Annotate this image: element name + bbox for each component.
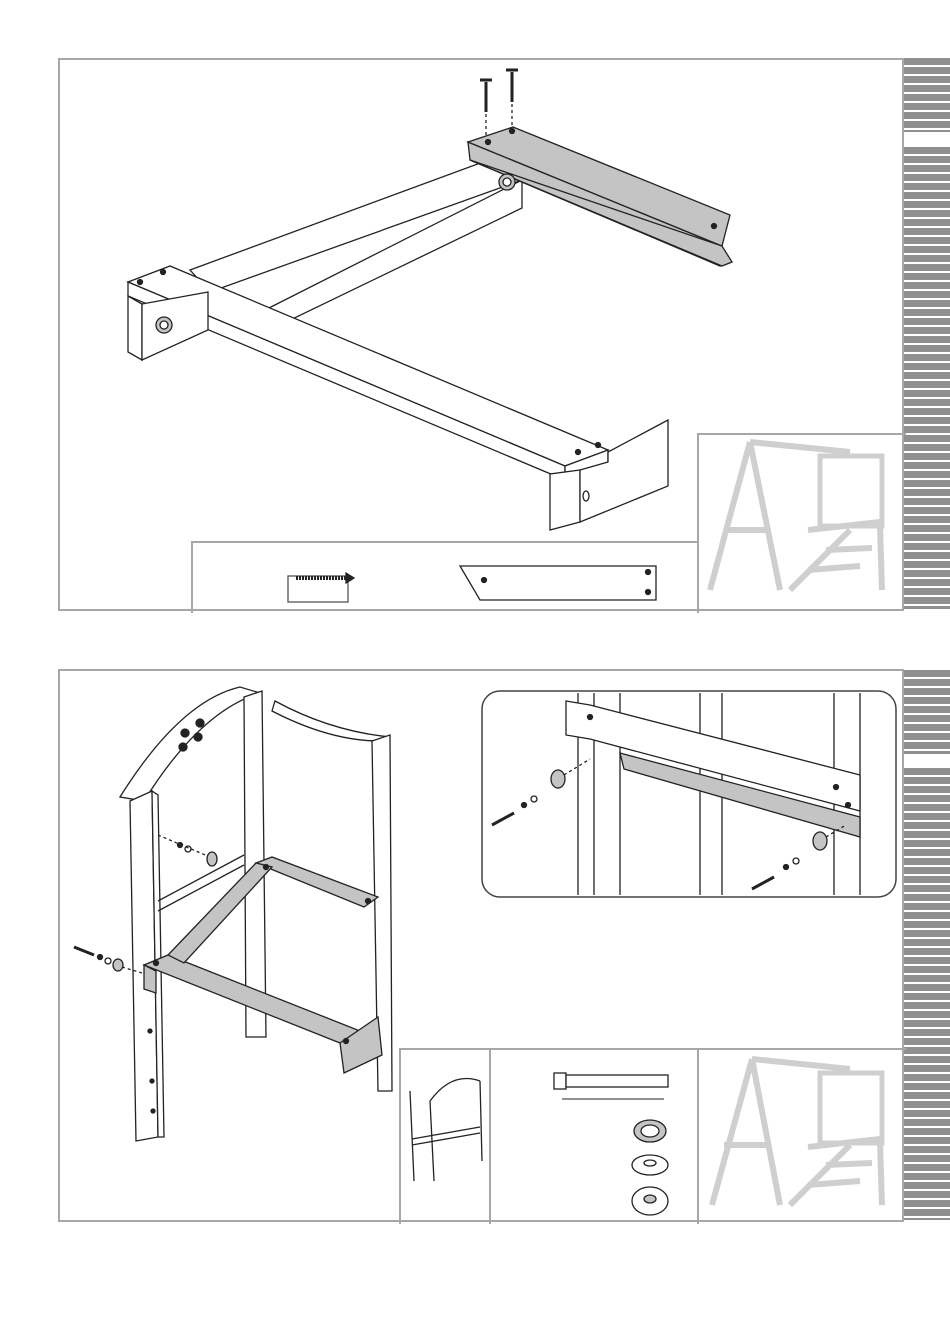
frame-assembly-drawing xyxy=(60,60,906,613)
screw-hole xyxy=(712,224,717,229)
screw-hole xyxy=(138,280,143,285)
screw-hole xyxy=(596,443,601,448)
domed-cap-icon xyxy=(632,1187,668,1215)
seat-rail-back xyxy=(256,857,378,907)
screw-hole xyxy=(576,450,581,455)
step-panel-bottom xyxy=(58,669,904,1222)
hex-bolt-icon xyxy=(554,1073,668,1099)
angled-board-icon xyxy=(460,566,656,600)
seat-frame-assembly-drawing xyxy=(60,671,906,1224)
cup-washer-icon xyxy=(634,1120,666,1142)
arched-top-rail xyxy=(120,687,260,801)
wood-screw-icon xyxy=(506,70,518,128)
wood-screw-icon xyxy=(288,573,354,602)
edge-tab-4 xyxy=(902,768,950,1220)
edge-tab-1 xyxy=(902,58,950,132)
screw-hole xyxy=(510,129,515,134)
swing-set-preview-icon xyxy=(712,1059,882,1205)
screw-hole xyxy=(161,270,166,275)
left-leg xyxy=(128,296,142,360)
flat-washer-icon xyxy=(632,1155,668,1175)
step-panel-top xyxy=(58,58,904,611)
edge-tab-2 xyxy=(902,147,950,609)
right-leg xyxy=(550,470,580,530)
swing-set-preview-icon xyxy=(710,442,882,590)
step-thumbnail-icon xyxy=(410,1079,482,1182)
wood-screw-icon xyxy=(480,80,492,138)
screw-hole xyxy=(486,140,491,145)
hex-bolt-assembly-left xyxy=(74,947,142,973)
edge-tab-3 xyxy=(902,670,950,754)
hex-bolt-assembly-upper xyxy=(158,835,217,866)
